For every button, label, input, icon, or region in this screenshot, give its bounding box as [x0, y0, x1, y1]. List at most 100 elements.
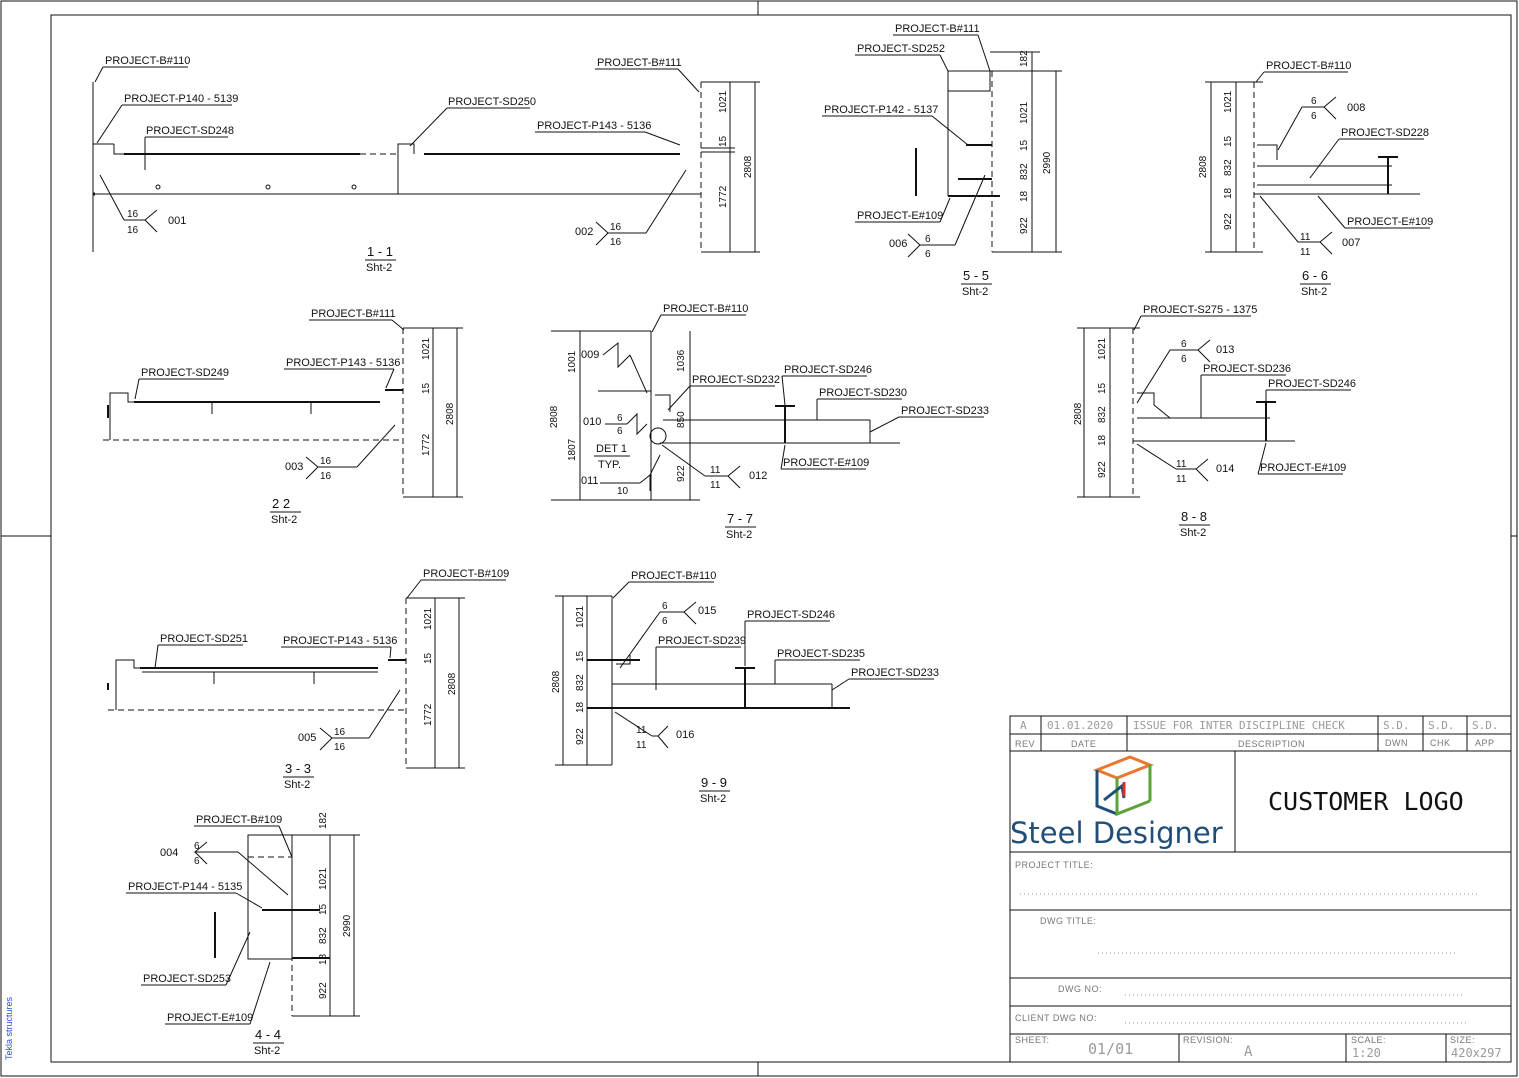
weld-001-top: 16	[127, 209, 139, 220]
label-sd246: PROJECT-SD246	[1268, 378, 1356, 390]
section-3-3: 1021 15 1772 2808 PROJECT-B#109 PROJECT-…	[108, 568, 509, 791]
tekla-side-text: Tekla structures	[4, 996, 14, 1060]
section-sheet: Sht-2	[1301, 286, 1327, 298]
dim-922: 922	[676, 465, 687, 482]
label-sd253: PROJECT-SD253	[143, 973, 231, 985]
weld-002-bot: 16	[610, 237, 622, 248]
dim-1772: 1772	[421, 433, 432, 456]
label-sd248: PROJECT-SD248	[146, 125, 234, 137]
weld-014-ref: 014	[1216, 463, 1234, 475]
label-p142: PROJECT-P142 - 5137	[824, 104, 938, 116]
label-s275: PROJECT-S275 - 1375	[1143, 304, 1257, 316]
dim-15: 15	[421, 382, 432, 394]
weld-013-top: 6	[1181, 339, 1187, 350]
hdr-date: DATE	[1071, 739, 1096, 749]
det-typ: TYP.	[598, 459, 621, 471]
dim-1021: 1021	[1019, 101, 1030, 124]
rev-chk: S.D.	[1428, 719, 1455, 732]
label-b110: PROJECT-B#110	[1266, 60, 1351, 72]
section-2-2: 1021 15 1772 2808 PROJECT-B#111 PROJECT-…	[103, 308, 463, 526]
dim-1036: 1036	[676, 349, 687, 372]
rev-app: S.D.	[1472, 719, 1499, 732]
weld-003-ref: 003	[285, 461, 303, 473]
weld-013-ref: 013	[1216, 344, 1234, 356]
weld-007-bot: 11	[1300, 247, 1311, 258]
label-sd246: PROJECT-SD246	[784, 364, 872, 376]
dim-18: 18	[1223, 187, 1234, 199]
dim-15: 15	[318, 903, 329, 915]
weld-001-bot: 16	[127, 225, 139, 236]
hdr-app: APP	[1475, 738, 1495, 748]
dim-1021: 1021	[718, 90, 729, 113]
label-sd239: PROJECT-SD239	[658, 635, 746, 647]
section-title: 3 - 3	[285, 761, 311, 776]
dim-15: 15	[1097, 382, 1108, 394]
section-sheet: Sht-2	[700, 793, 726, 805]
weld-002-top: 16	[610, 222, 622, 233]
label-sd235: PROJECT-SD235	[777, 648, 865, 660]
section-9-9: 1021 15 832 18 922 2808 PROJECT-B#110 PR…	[551, 570, 939, 805]
dim-18: 18	[1019, 190, 1030, 202]
dim-2990: 2990	[342, 914, 353, 937]
logo-text: Steel Designer	[1010, 816, 1223, 850]
rev-description: ISSUE FOR INTER DISCIPLINE CHECK	[1133, 719, 1345, 732]
label-b110: PROJECT-B#110	[663, 303, 748, 315]
section-title: 5 - 5	[963, 268, 989, 283]
project-title-label: PROJECT TITLE:	[1015, 860, 1093, 870]
weld-009-ref: 009	[581, 349, 599, 361]
label-sd228: PROJECT-SD228	[1341, 127, 1429, 139]
rev-date: 01.01.2020	[1047, 719, 1113, 732]
dim-15: 15	[1019, 139, 1030, 151]
sheet-value: 01/01	[1088, 1040, 1133, 1058]
dim-182: 182	[318, 812, 329, 829]
label-e109: PROJECT-E#109	[857, 210, 943, 222]
dim-18: 18	[1097, 434, 1108, 446]
weld-006-ref: 006	[889, 238, 907, 250]
label-b109: PROJECT-B#109	[196, 814, 282, 826]
dim-2808: 2808	[549, 405, 560, 428]
weld-012-top: 11	[710, 465, 721, 476]
section-sheet: Sht-2	[726, 529, 752, 541]
rev-dwn: S.D.	[1383, 719, 1410, 732]
section-title: 7 - 7	[727, 511, 753, 526]
weld-010-ref: 010	[583, 416, 601, 428]
weld-007-ref: 007	[1342, 237, 1360, 249]
weld-005-top: 16	[334, 727, 346, 738]
dim-832: 832	[575, 674, 586, 691]
section-8-8: 1021 15 832 18 922 2808 PROJECT-S275 - 1…	[1073, 304, 1356, 539]
weld-005-bot: 16	[334, 742, 346, 753]
label-p140: PROJECT-P140 - 5139	[124, 93, 238, 105]
rev-value: A	[1020, 719, 1027, 732]
weld-015-top: 6	[662, 601, 668, 612]
dim-2808: 2808	[445, 402, 456, 425]
section-title: 4 - 4	[255, 1027, 281, 1042]
dim-922: 922	[575, 728, 586, 745]
label-sd250: PROJECT-SD250	[448, 96, 536, 108]
label-b110: PROJECT-B#110	[105, 55, 190, 67]
weld-010-bot: 6	[617, 426, 623, 437]
weld-006-bot: 6	[925, 249, 931, 260]
revision-label: REVISION:	[1183, 1035, 1233, 1045]
weld-008-bot: 6	[1311, 111, 1317, 122]
label-b111: PROJECT-B#111	[311, 308, 396, 320]
weld-004-top: 6	[194, 841, 200, 852]
size-label: SIZE:	[1450, 1035, 1475, 1045]
dim-18: 18	[575, 701, 586, 713]
label-p143: PROJECT-P143 - 5136	[537, 120, 651, 132]
label-b111: PROJECT-B#111	[597, 57, 682, 69]
label-sd249: PROJECT-SD249	[141, 367, 229, 379]
section-title: 2 2	[272, 496, 290, 511]
weld-012-ref: 012	[749, 470, 767, 482]
weld-004-ref: 004	[160, 847, 178, 859]
revision-value: A	[1244, 1044, 1253, 1060]
section-sheet: Sht-2	[254, 1045, 280, 1057]
section-title: 8 - 8	[1181, 509, 1207, 524]
label-e109: PROJECT-E#109	[167, 1012, 253, 1024]
section-sheet: Sht-2	[962, 286, 988, 298]
dim-922: 922	[318, 982, 329, 999]
label-sd246: PROJECT-SD246	[747, 609, 835, 621]
weld-002-ref: 002	[575, 226, 593, 238]
section-6-6: 1021 15 832 18 922 2808 PROJECT-B#110 PR…	[1198, 60, 1433, 298]
hdr-description: DESCRIPTION	[1238, 739, 1305, 749]
dim-15: 15	[1223, 135, 1234, 147]
